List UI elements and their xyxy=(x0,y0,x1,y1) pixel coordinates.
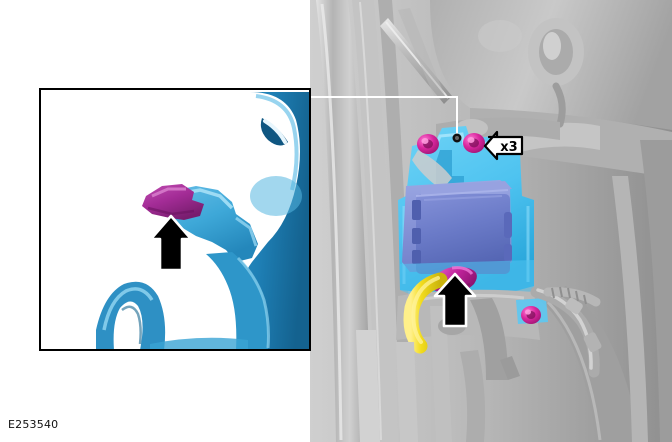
bracket-backing-plate xyxy=(412,150,452,190)
right-frame-edge xyxy=(640,140,672,442)
lower-rail-1 xyxy=(396,342,418,442)
main-view xyxy=(310,0,672,442)
module-connector-rib-1 xyxy=(412,200,421,220)
module-top-edge xyxy=(415,189,509,197)
inset-arm-lower-highlight xyxy=(236,256,270,349)
bolt-upper-left xyxy=(417,134,439,154)
pillar-inner xyxy=(352,0,398,442)
lower-rail-3 xyxy=(460,350,486,442)
inset-bracket-foot xyxy=(96,281,166,349)
panel-dimple xyxy=(478,20,522,52)
module-side-boss xyxy=(504,212,512,238)
boss-stem xyxy=(552,82,566,128)
right-frame-inner xyxy=(612,176,648,442)
module-top-face xyxy=(421,181,512,195)
inset-foot-web xyxy=(150,337,248,349)
control-module xyxy=(416,194,510,274)
upper-boss-highlight xyxy=(543,32,561,60)
quantity-tag-shape xyxy=(483,130,524,161)
quantity-tag-x3: x3 xyxy=(483,130,524,161)
bolt-upper-right xyxy=(463,133,485,153)
module-connector-rib-3 xyxy=(412,250,421,264)
inset-upright-sheen xyxy=(250,176,302,216)
inset-bracket-upright-highlight xyxy=(255,94,299,191)
inset-up-arrow xyxy=(149,214,193,272)
bolt-lower-right xyxy=(516,298,548,324)
figure-id-label: E253540 xyxy=(8,418,59,431)
leader-line xyxy=(309,96,462,143)
module-connector-rib-2 xyxy=(412,228,421,244)
lower-rib-2 xyxy=(430,306,452,442)
brace-shadow xyxy=(398,8,446,100)
module-side-boss-2 xyxy=(504,244,512,262)
main-up-arrow xyxy=(433,272,477,328)
inset-arm-highlight-2 xyxy=(235,216,258,247)
harness-clip-2 xyxy=(583,332,602,353)
harness-clip-1 xyxy=(565,297,583,315)
inset-frame-overlay xyxy=(39,88,311,351)
lower-rail-2 xyxy=(356,330,380,442)
lower-bracket-detail xyxy=(500,356,520,380)
inset-retaining-clip xyxy=(142,184,204,220)
lower-rib xyxy=(470,298,508,380)
pillar-highlight xyxy=(320,3,343,441)
module-face-highlight xyxy=(423,195,503,201)
quantity-tag-label: x3 xyxy=(500,140,517,155)
inset-panel xyxy=(39,88,311,351)
yellow-cable-highlight xyxy=(411,276,440,344)
corrugated-harness xyxy=(543,286,601,307)
inset-bracket-slot xyxy=(260,118,288,146)
lower-diagonal-highlight xyxy=(546,300,602,441)
pillar-highlight-2 xyxy=(359,1,382,441)
